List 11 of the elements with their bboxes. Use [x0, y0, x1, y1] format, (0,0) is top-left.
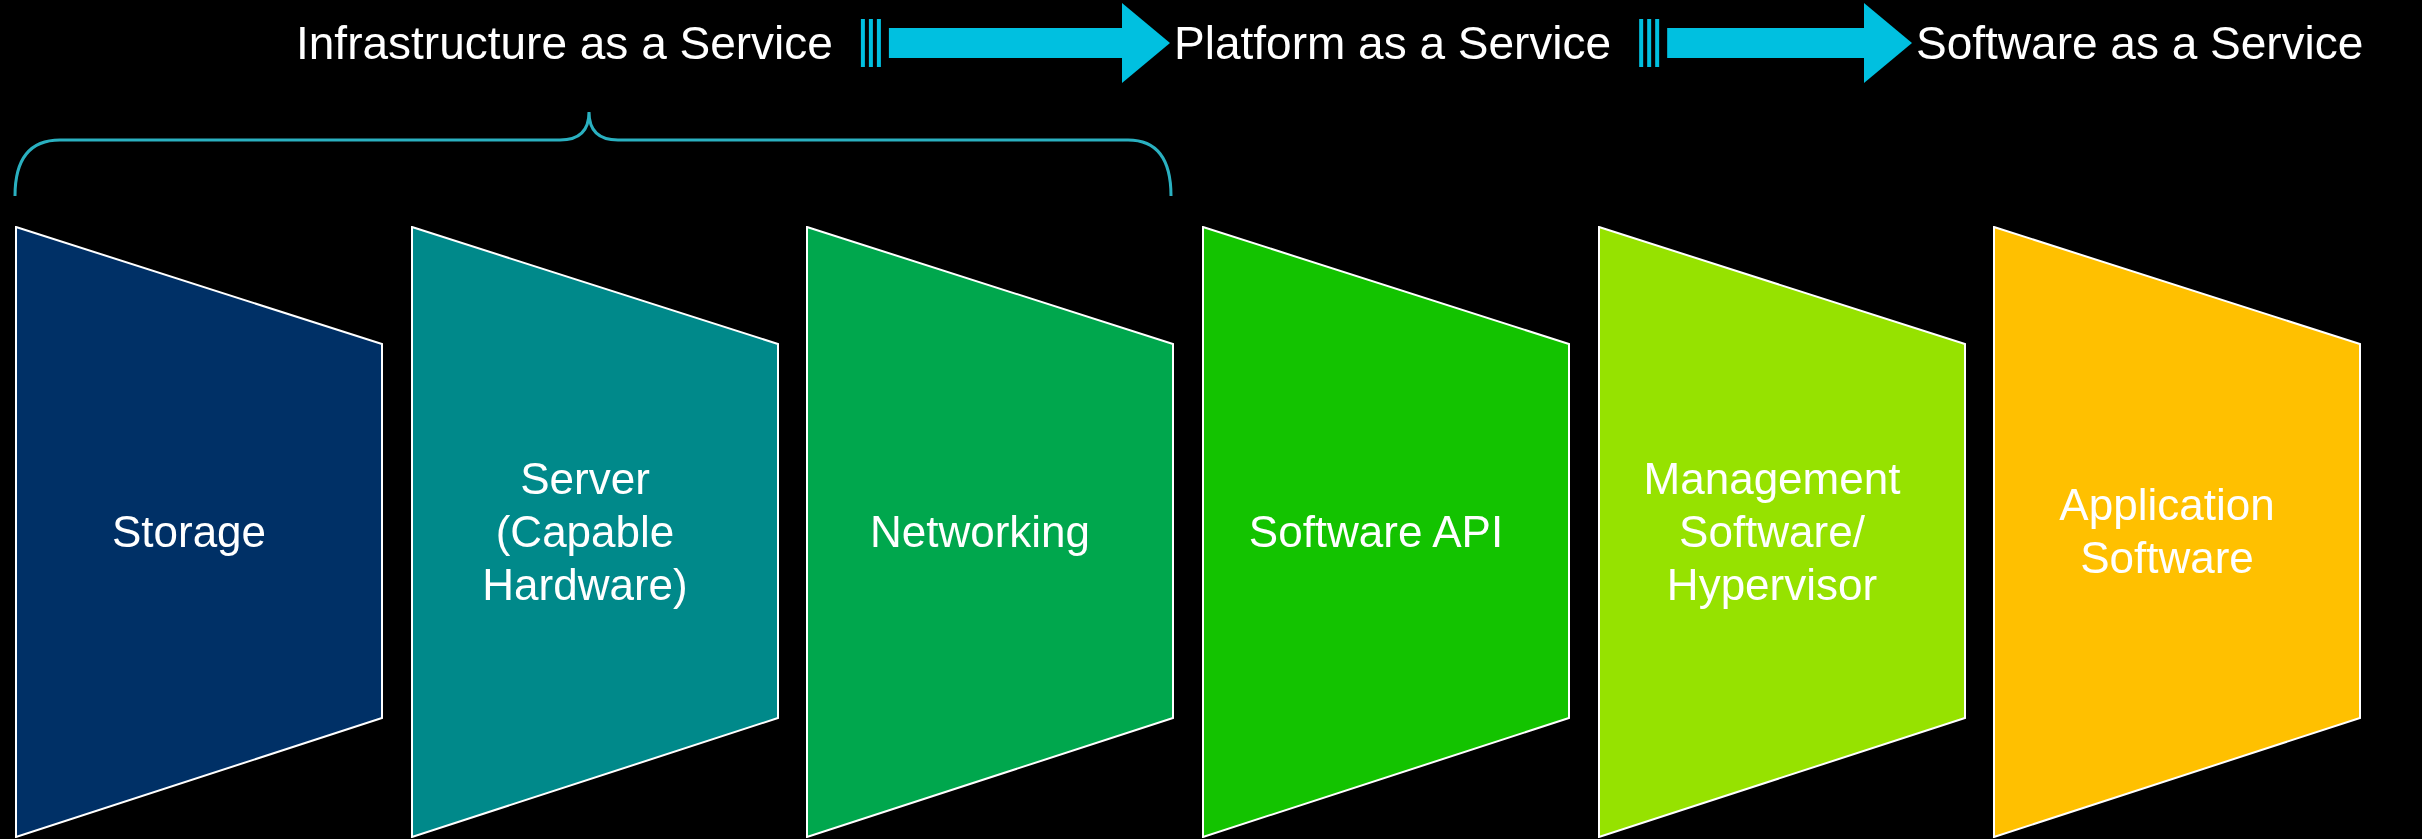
block-label: Networking	[868, 505, 1092, 558]
block-arrow	[1639, 3, 1912, 83]
heading-label: Platform as a Service	[1174, 16, 1612, 70]
block-label: Application Software	[2058, 479, 2276, 584]
block-label: Storage	[110, 505, 268, 558]
heading-label: Software as a Service	[1916, 16, 2364, 70]
block-arrow	[860, 3, 1170, 83]
block-label: Software API	[1247, 505, 1505, 558]
block-label: Management Software/ Hypervisor	[1642, 453, 1902, 611]
block-label: Server (Capable Hardware)	[481, 453, 689, 611]
heading-label: Infrastructure as a Service	[296, 16, 833, 70]
